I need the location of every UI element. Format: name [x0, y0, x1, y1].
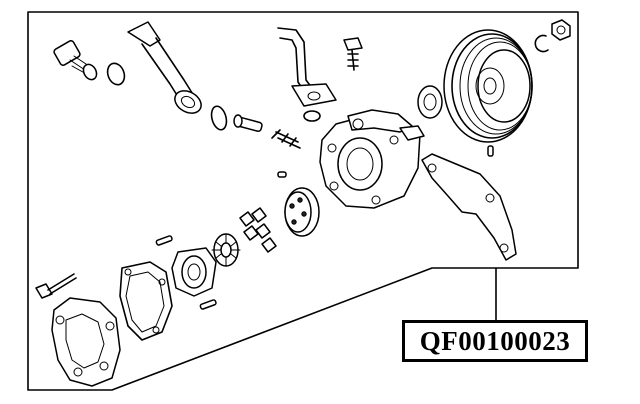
flange-o-ring-icon [303, 110, 321, 122]
pin-lower-icon [199, 299, 217, 310]
nut-icon [551, 19, 571, 41]
suction-pipe-icon [127, 21, 202, 114]
pump-body-icon [319, 109, 425, 209]
pin-icon [155, 235, 173, 246]
cover-bolt-icon [35, 273, 77, 299]
part-number-label: QF00100023 [402, 320, 588, 362]
dowel-pin-icon [277, 171, 287, 178]
side-plate-icon [171, 247, 217, 297]
o-ring-icon [106, 62, 126, 86]
diagram-frame [27, 11, 579, 391]
shaft-key-icon [487, 145, 494, 157]
mounting-bracket-icon [421, 153, 517, 261]
banjo-fitting-icon [53, 40, 98, 81]
valve-spring-icon [271, 129, 301, 149]
control-valve-icon [233, 114, 263, 133]
pulley-icon [443, 29, 533, 143]
shaft-seal-icon [417, 85, 443, 119]
rear-cover-icon [51, 297, 121, 387]
rotor-icon [211, 233, 241, 267]
o-ring-small-icon [210, 105, 228, 131]
gasket-icon [119, 261, 173, 341]
snap-ring-icon [534, 34, 549, 53]
vanes-icon [239, 207, 277, 253]
pressure-pipe-icon [277, 27, 337, 107]
cam-ring-icon [284, 187, 320, 237]
bolt-icon [343, 37, 363, 71]
